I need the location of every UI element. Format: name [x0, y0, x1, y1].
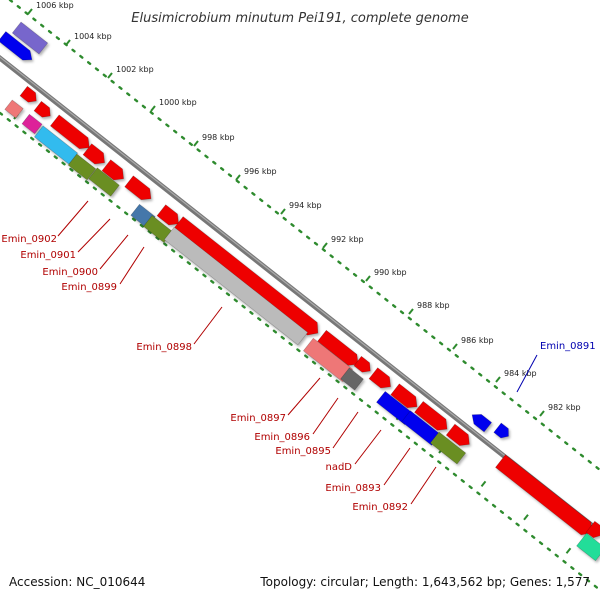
kbp-label: 1006 kbp	[36, 1, 74, 10]
gene-feature[interactable]	[471, 414, 493, 433]
gene-label[interactable]: Emin_0893	[325, 483, 381, 494]
ruler-tick	[235, 174, 241, 181]
gene-feature[interactable]	[414, 400, 448, 431]
gene-feature[interactable]	[21, 113, 43, 135]
gene-feature[interactable]	[376, 390, 414, 426]
ruler-tick	[365, 275, 371, 282]
gene-feature[interactable]	[429, 431, 467, 465]
kbp-label: 996 kbp	[244, 167, 277, 176]
gene-feature[interactable]	[124, 175, 152, 201]
label-leader	[312, 397, 339, 435]
gene-label[interactable]: Emin_0901	[20, 250, 76, 261]
gene-feature[interactable]	[172, 216, 319, 336]
ruler-tick	[322, 242, 328, 249]
ruler-tick	[65, 39, 71, 46]
ruler-ticks-outer	[27, 8, 545, 417]
label-leader	[354, 429, 382, 465]
ruler-tick	[193, 140, 199, 147]
kbp-label: 992 kbp	[331, 235, 364, 244]
gene-label[interactable]: Emin_0897	[230, 413, 286, 424]
ruler-tick	[480, 480, 487, 488]
ruler-tick	[27, 8, 33, 15]
backbone-line	[0, 54, 600, 536]
ruler-tick	[523, 514, 529, 521]
gene-feature[interactable]	[101, 159, 124, 181]
gene-labels: Emin_0902Emin_0901Emin_0900Emin_0899Emin…	[1, 200, 596, 513]
gene-feature[interactable]	[11, 21, 49, 55]
ruler-tick	[452, 343, 458, 350]
kbp-label: 990 kbp	[374, 268, 407, 277]
kbp-label: 982 kbp	[548, 403, 581, 412]
gene-label[interactable]: Emin_0895	[275, 446, 331, 457]
label-leader	[332, 411, 359, 449]
kbp-label: 1004 kbp	[74, 32, 112, 41]
gene-feature[interactable]	[19, 85, 37, 103]
gene-feature[interactable]	[493, 422, 509, 439]
label-leader	[410, 466, 437, 505]
gene-feature[interactable]	[576, 532, 600, 562]
gene-feature[interactable]	[495, 454, 592, 536]
label-leader	[383, 447, 411, 486]
ruler-inner-line	[0, 111, 600, 592]
kbp-label: 1000 kbp	[159, 98, 197, 107]
ruler-outer-line	[8, 0, 600, 472]
gene-feature[interactable]	[49, 114, 90, 150]
gene-feature[interactable]	[317, 329, 359, 366]
label-leader	[57, 200, 89, 237]
genome-summary-text: Topology: circular; Length: 1,643,562 bp…	[259, 575, 590, 589]
gene-feature[interactable]	[0, 31, 33, 61]
kbp-label: 1002 kbp	[116, 65, 154, 74]
label-leader	[119, 246, 145, 285]
gene-label[interactable]: Emin_0896	[254, 432, 310, 443]
gene-feature[interactable]	[4, 99, 24, 119]
accession-text: Accession: NC_010644	[9, 575, 145, 589]
gene-feature[interactable]	[390, 383, 418, 409]
ruler-tick	[495, 376, 501, 383]
kbp-label: 994 kbp	[289, 201, 322, 210]
map-title: Elusimicrobium minutum Pei191, complete …	[131, 11, 468, 26]
label-leader	[287, 377, 321, 416]
gene-feature[interactable]	[163, 226, 309, 346]
ruler-labels: 1006 kbp 1004 kbp 1002 kbp 1000 kbp 998 kbp 9…	[36, 1, 581, 412]
gene-feature[interactable]	[88, 167, 120, 197]
gene-label[interactable]: Emin_0892	[352, 502, 408, 513]
gene-label[interactable]: Emin_0899	[61, 282, 117, 293]
gene-feature[interactable]	[368, 367, 391, 389]
gene-label[interactable]: Emin_0891	[540, 341, 596, 352]
gene-feature[interactable]	[302, 337, 354, 383]
label-leader	[99, 234, 129, 270]
ruler-tick	[150, 105, 156, 112]
gene-label[interactable]: Emin_0902	[1, 234, 57, 245]
kbp-label: 984 kbp	[504, 369, 537, 378]
genes	[0, 21, 600, 562]
label-leader	[193, 306, 223, 345]
label-leader	[77, 218, 111, 253]
ruler-tick	[280, 208, 286, 215]
ruler-tick	[565, 547, 572, 554]
ruler-tick	[107, 72, 113, 79]
gene-feature[interactable]	[585, 520, 600, 539]
backbone	[0, 54, 600, 536]
kbp-label: 998 kbp	[202, 133, 235, 142]
gene-label[interactable]: nadD	[325, 462, 352, 473]
gene-feature[interactable]	[82, 143, 105, 165]
gene-feature[interactable]	[33, 100, 51, 118]
ruler-tick	[539, 410, 545, 417]
kbp-label: 986 kbp	[461, 336, 494, 345]
ruler-tick	[408, 308, 414, 315]
kbp-label: 988 kbp	[417, 301, 450, 310]
gene-feature[interactable]	[401, 410, 441, 446]
gene-feature[interactable]	[353, 355, 371, 373]
gene-feature[interactable]	[67, 153, 97, 181]
gene-feature[interactable]	[156, 204, 179, 226]
gene-feature[interactable]	[143, 215, 173, 243]
gene-label[interactable]: Emin_0900	[42, 267, 98, 278]
gene-label[interactable]: Emin_0898	[136, 342, 192, 353]
gene-feature[interactable]	[340, 367, 364, 391]
gene-feature[interactable]	[445, 423, 470, 446]
label-leader	[516, 354, 538, 393]
